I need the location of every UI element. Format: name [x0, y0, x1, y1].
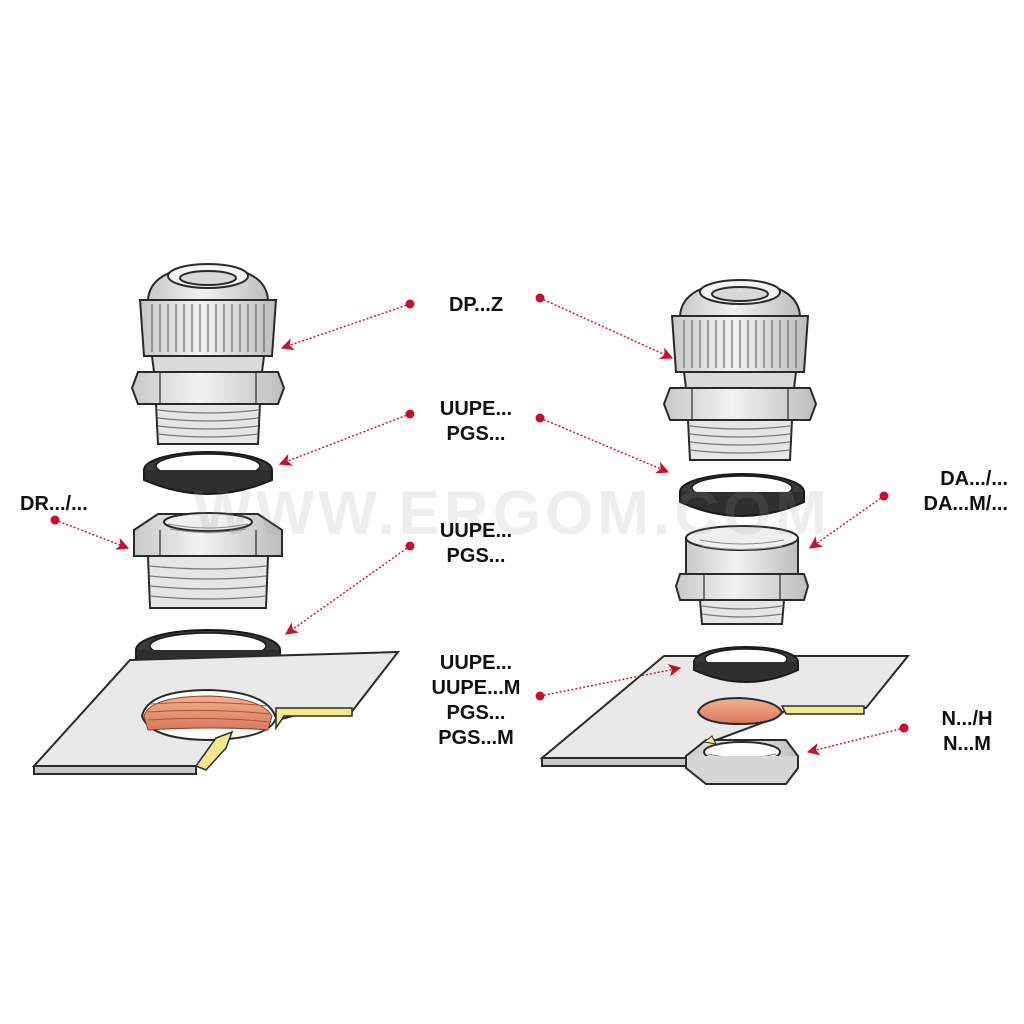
thread-extension-icon — [674, 525, 810, 625]
gasket-ring-icon — [693, 646, 799, 683]
label-uupe-pgs-bottom: UUPE... UUPE...M PGS... PGS...M — [431, 652, 521, 749]
label-uupe-pgs-mid: UUPE... PGS... — [439, 520, 513, 567]
label-n: N.../H N...M — [941, 708, 993, 755]
arrow-uupe-top-right — [535, 413, 670, 474]
cable-gland-icon — [130, 263, 286, 445]
cable-gland-icon — [662, 279, 818, 461]
gasket-ring-icon — [143, 451, 273, 495]
label-dp-z: DP...Z — [448, 294, 504, 316]
callout-arrows — [50, 293, 909, 756]
arrow-dr — [50, 515, 130, 550]
arrow-dp-z-left — [280, 299, 415, 351]
label-dr: DR.../... — [20, 493, 88, 515]
arrow-da — [808, 491, 889, 549]
arrow-n — [806, 723, 909, 756]
arrow-uupe-mid-left — [284, 541, 415, 635]
gasket-ring-icon — [679, 473, 805, 517]
arrow-uupe-top-left — [278, 409, 415, 466]
panel-plate-icon — [31, 650, 401, 775]
label-uupe-pgs-top: UUPE... PGS... — [439, 398, 513, 445]
arrow-uupe-bottom-right — [535, 664, 682, 701]
locknut-icon — [684, 735, 800, 785]
arrow-dp-z-right — [535, 293, 674, 360]
label-da: DA.../... DA...M/... — [923, 468, 1008, 515]
thread-reducer-icon — [133, 512, 283, 609]
